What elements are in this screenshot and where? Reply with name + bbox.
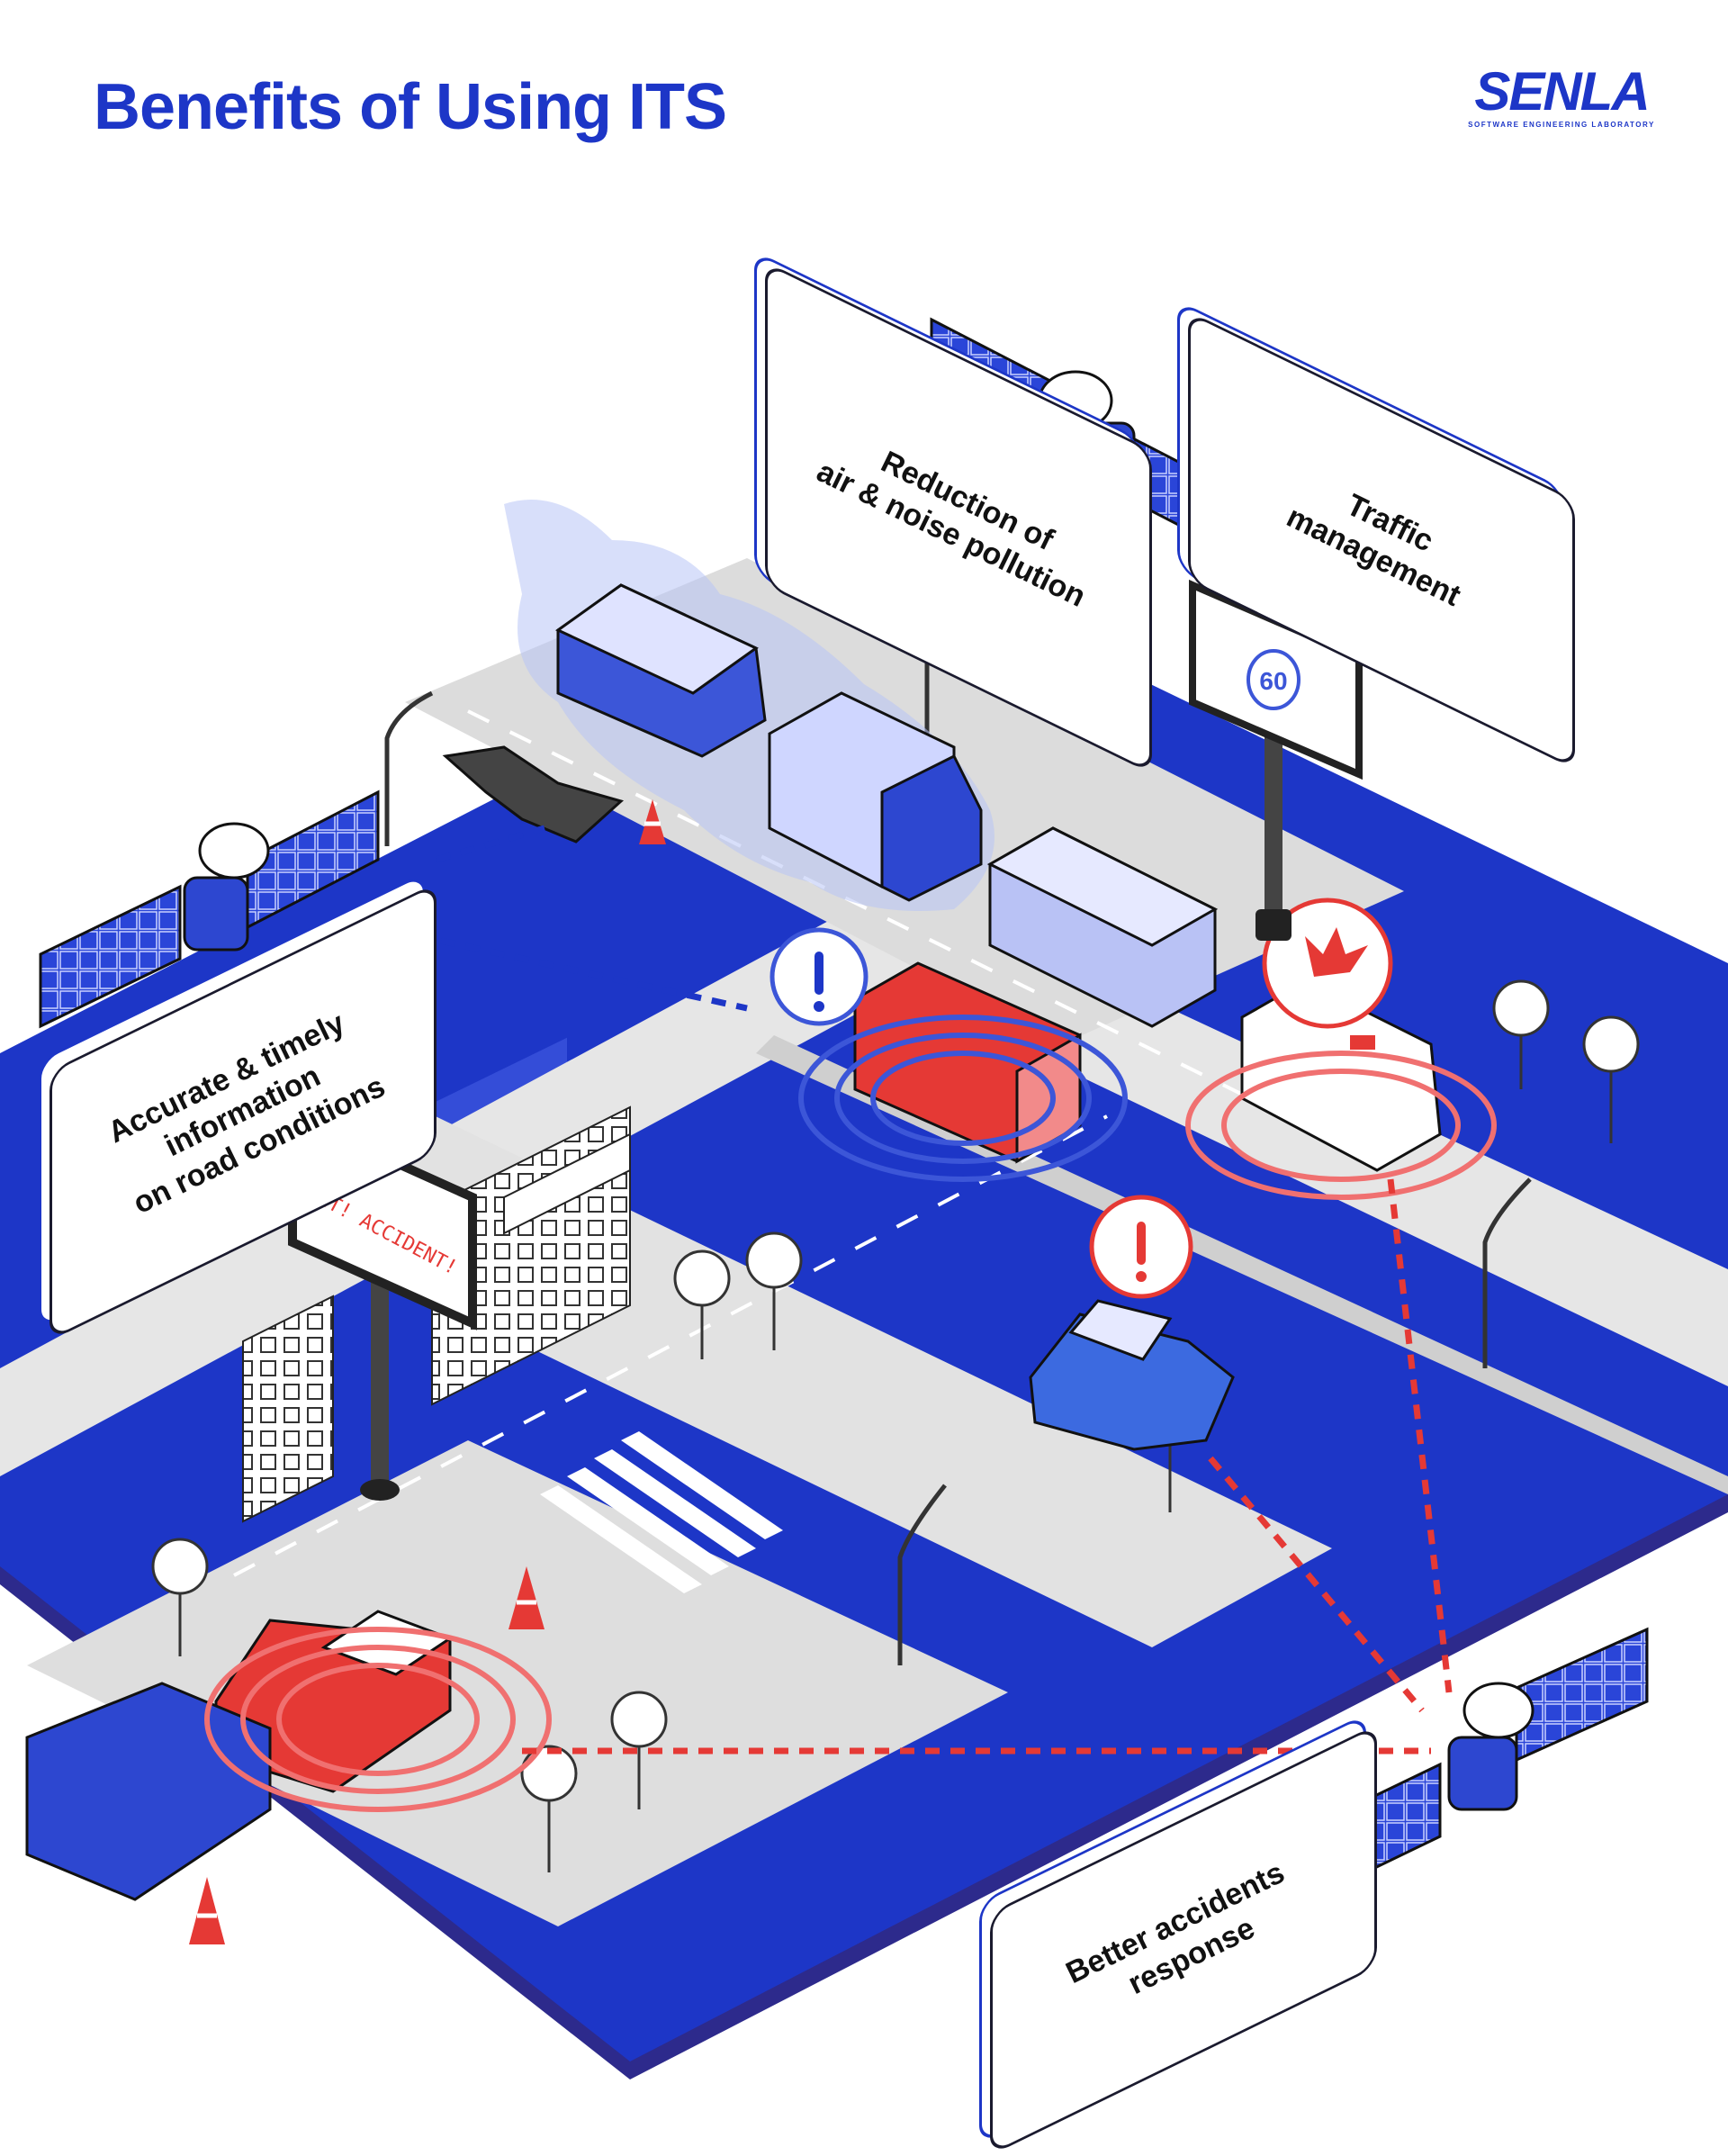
exclamation-icon (1089, 1195, 1193, 1299)
collision-icon (1262, 898, 1393, 1029)
vehicle-bus (986, 826, 1219, 1028)
speed-sign-value: 60 (1259, 667, 1287, 695)
senla-logo: SENLA SOFTWARE ENGINEERING LABORATORY (1458, 61, 1665, 130)
logo-subtitle: SOFTWARE ENGINEERING LABORATORY (1468, 121, 1655, 129)
tree-icon (151, 979, 1640, 1872)
satellite-icon (39, 789, 380, 1029)
vehicle-minibus (555, 583, 767, 758)
card-info-text: Accurate & timely information on road co… (103, 1006, 391, 1221)
card-accidents: Better accidents response (979, 1713, 1377, 2156)
pothole (442, 745, 625, 843)
card-traffic: Traffic management (1177, 300, 1575, 770)
speed-sign: 60 (1189, 579, 1363, 941)
exclamation-icon (770, 927, 868, 1026)
logo-word: SENLA (1474, 61, 1650, 122)
card-accidents-text: Better accidents response (1060, 1854, 1290, 2002)
card-traffic-text: Traffic management (1281, 487, 1466, 614)
buildings (242, 1105, 631, 1523)
connection-lines (436, 825, 1453, 1755)
vehicle-box-truck (768, 691, 983, 902)
card-info: Accurate & timely information on road co… (39, 871, 436, 1341)
vehicle-blue-van (25, 1682, 272, 1901)
alert-rings (204, 1015, 1497, 1812)
card-pollution: Reduction of air & noise pollution (754, 250, 1152, 774)
vehicle-police-car (1029, 1299, 1235, 1451)
traffic-cone-icon (189, 799, 666, 1944)
card-pollution-text: Reduction of air & noise pollution (811, 444, 1091, 614)
page-title: Benefits of Using ITS (94, 71, 727, 143)
